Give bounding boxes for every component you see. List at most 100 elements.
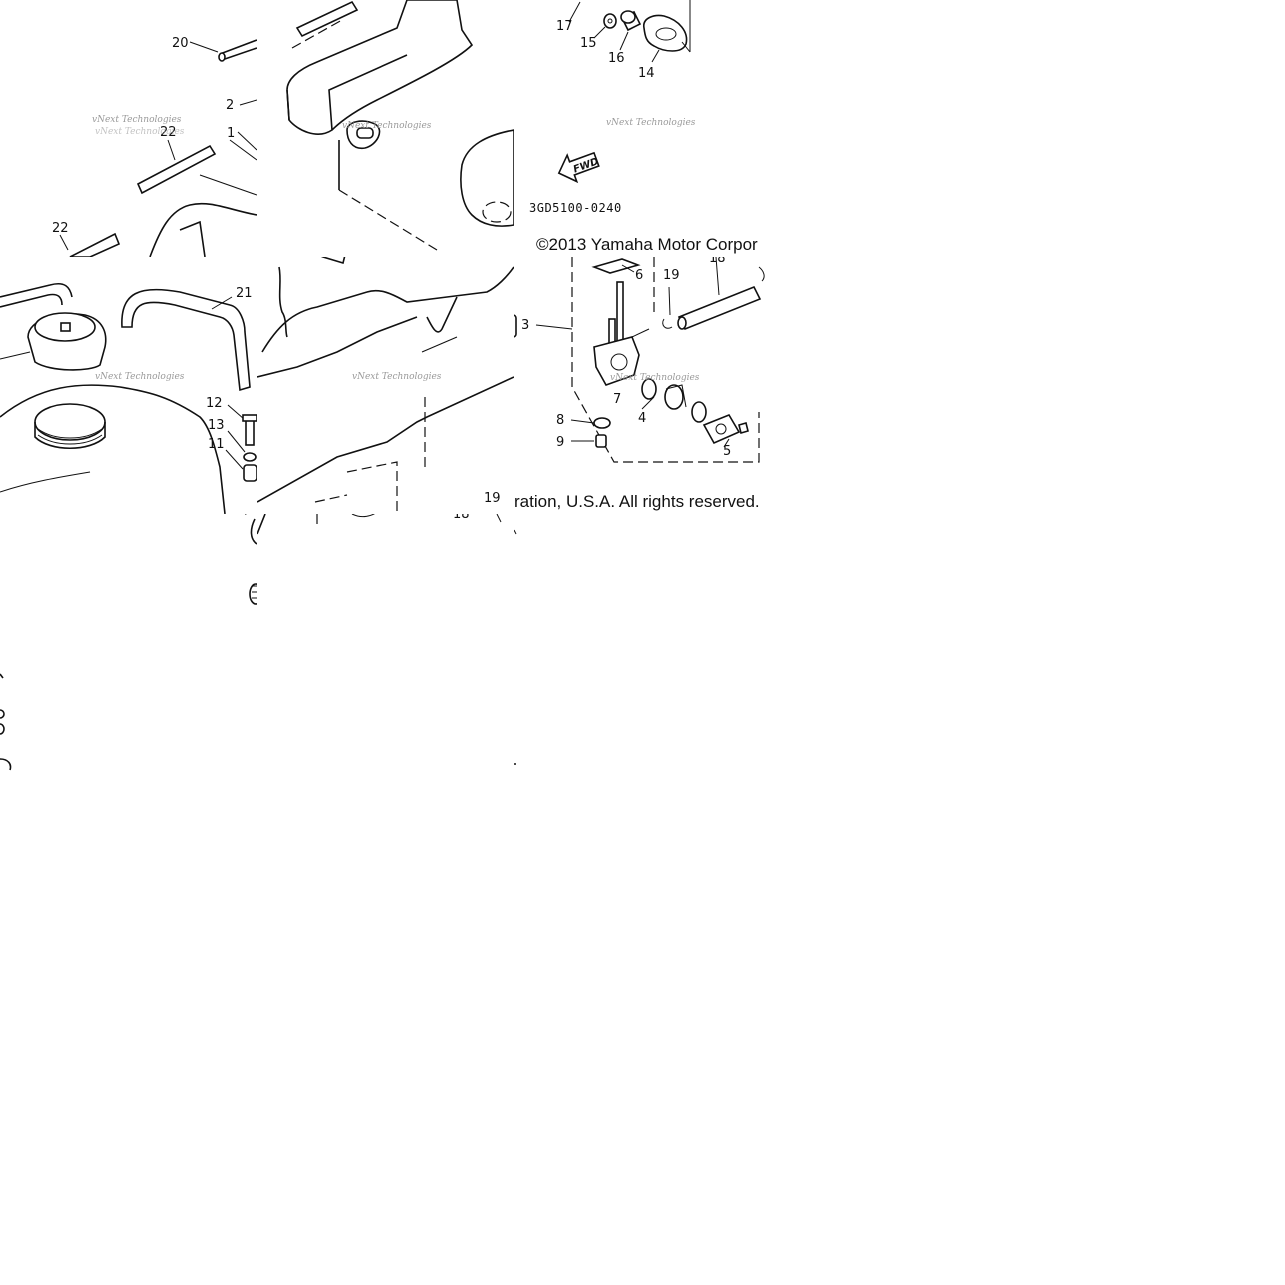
lever-plate-part [702, 414, 741, 445]
assembly-guide [314, 494, 348, 503]
grommet-rib [252, 585, 257, 599]
filler-neck [34, 403, 106, 441]
diagram-tile-middle-left: 21 12 13 11 vNext Technologies [0, 257, 257, 514]
tile-top-middle-drawing: vNext Technologies [286, 0, 514, 251]
partial-part [0, 723, 5, 735]
watermark: vNext Technologies [95, 127, 185, 137]
leader-line [211, 296, 233, 310]
tank-contour [257, 316, 418, 378]
fuel-hose-end [677, 316, 687, 330]
hose-end [218, 52, 226, 62]
tile-top-left-drawing: 20 2 1 22 22 vNext Technologies vNext Te… [52, 36, 257, 257]
assembly-guide [338, 189, 438, 251]
partial-part [514, 763, 516, 765]
leader-line [239, 99, 257, 106]
callout-17: 17 [556, 19, 573, 34]
callout-20: 20 [172, 36, 189, 51]
tank-outline [149, 202, 257, 257]
filler-thread [37, 428, 103, 439]
fender-hole [482, 201, 512, 223]
assembly-boundary [571, 257, 760, 463]
partial-part [351, 514, 375, 518]
leader-line [723, 438, 730, 448]
washer-part [243, 452, 257, 462]
cover-outline [291, 19, 343, 49]
callout-15: 15 [580, 36, 597, 51]
fuel-cap-knob [60, 322, 71, 332]
leader-line [668, 286, 671, 316]
tile-middle-right-drawing: 10 3 6 19 18 [514, 257, 765, 463]
grommet-hole [356, 127, 374, 139]
tank-outline [250, 518, 257, 545]
lever-plate-hole [715, 423, 727, 435]
callout-18: 18 [709, 257, 726, 266]
leader-line [227, 404, 245, 420]
leader-line [189, 41, 219, 53]
callout-3: 3 [521, 318, 529, 333]
watermark: vNext Technologies [606, 118, 696, 128]
hose-joint [715, 257, 720, 296]
filler-thread [37, 434, 103, 445]
screw-part [738, 422, 749, 434]
partial-part [0, 709, 5, 719]
callout-11: 11 [208, 437, 225, 452]
tile-bottom-middle-drawing: 18 [257, 514, 502, 535]
leader-line [167, 139, 176, 161]
watermark: vNext Technologies [352, 372, 442, 382]
fuel-hose-part [677, 285, 762, 331]
damper-part [643, 14, 688, 52]
tile-center-drawing: vNext Technologies [257, 257, 514, 514]
tank-contour [421, 336, 458, 353]
copyright-line-2: ration, U.S.A. All rights reserved. [514, 492, 760, 511]
collar-part [243, 464, 257, 482]
diagram-tile-top-right: 17 15 16 14 vNext Technologies FWD 3GD51… [514, 0, 771, 257]
tank-inner-outline [278, 266, 288, 338]
callout-16: 16 [608, 51, 625, 66]
callout-12: 12 [206, 396, 223, 411]
foam-pad-part [69, 232, 121, 257]
filter-cup-part [664, 384, 684, 410]
forward-arrow-icon: FWD [557, 151, 600, 184]
seat-cover-part [286, 89, 290, 121]
partial-part [0, 673, 4, 679]
damper-hole [655, 27, 677, 41]
fender-part [460, 129, 514, 227]
callout-7: 7 [613, 392, 621, 407]
tile-middle-left-drawing: 21 12 13 11 vNext Technologies [0, 282, 257, 514]
o-ring-part [641, 378, 657, 400]
callout-18: 18 [453, 514, 470, 522]
hose-clip-part [662, 318, 673, 329]
part-code: 3GD5100-0240 [529, 201, 622, 215]
diagram-tile-bottom-middle: 18 [257, 514, 514, 771]
leader-line [621, 264, 635, 273]
leader-line [227, 430, 246, 453]
diagram-tile-center: vNext Technologies [257, 257, 514, 514]
callout-19: 19 [663, 268, 680, 283]
foam-strip-part [295, 0, 359, 38]
leader-line [619, 31, 629, 51]
diagram-tile-bottom-right [514, 514, 771, 771]
washer-part [593, 417, 611, 429]
tile-top-right-drawing: 17 15 16 14 vNext Technologies FWD 3GD51… [529, 0, 696, 215]
hose-part [221, 47, 257, 61]
callout-2: 2 [226, 98, 234, 113]
leader-line [641, 396, 655, 410]
drain-screw-part [595, 434, 607, 448]
bolt-part [245, 418, 255, 446]
fuel-cock-port [610, 353, 628, 371]
callout-8: 8 [556, 413, 564, 428]
fuel-cock-tube [616, 281, 624, 345]
filler-neck [34, 422, 106, 450]
callout-4: 4 [638, 411, 646, 426]
washer-part [603, 13, 617, 29]
callout-14: 14 [638, 66, 655, 81]
fuel-tank-outline [0, 384, 226, 514]
tank-outline [199, 174, 257, 196]
callout-22: 22 [52, 221, 69, 236]
callout-9: 9 [556, 435, 564, 450]
bolt-part [320, 257, 346, 265]
foam-pad-part [136, 144, 217, 195]
leader-line [568, 1, 581, 23]
leader-line [651, 49, 660, 63]
